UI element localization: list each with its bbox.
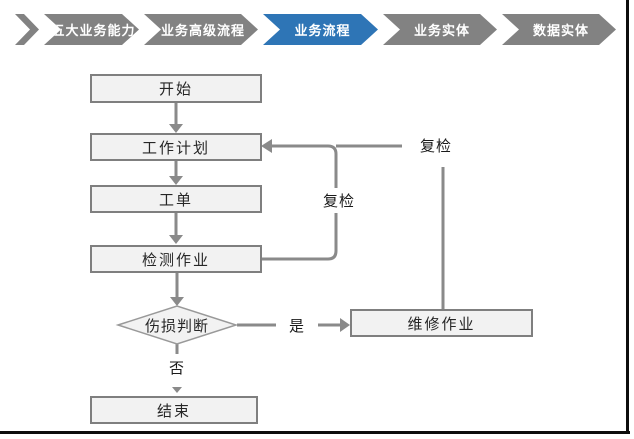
breadcrumb-item-high-level-process[interactable]: 业务高级流程 bbox=[144, 14, 258, 45]
arrowhead-into-inspect bbox=[169, 235, 183, 244]
breadcrumb-item-label: 业务实体 bbox=[413, 23, 470, 38]
breadcrumb-item-label: 五大业务能力 bbox=[51, 23, 136, 38]
arrowhead-into-order bbox=[169, 176, 183, 185]
arrowhead-into-repair bbox=[340, 318, 350, 332]
arrowhead-recheck-into-plan bbox=[261, 139, 272, 153]
edge-label-recheck-outer: 复检 bbox=[408, 133, 464, 158]
breadcrumb-item-business-process[interactable]: 业务流程 bbox=[263, 14, 378, 45]
breadcrumb-item-data-entity[interactable]: 数据实体 bbox=[502, 14, 616, 45]
node-inspection-job: 检测作业 bbox=[90, 245, 262, 273]
edge-label-recheck-inner: 复检 bbox=[314, 188, 364, 213]
node-end: 结束 bbox=[90, 396, 258, 424]
breadcrumb-item-label: 业务高级流程 bbox=[160, 23, 245, 38]
node-repair-job: 维修作业 bbox=[350, 309, 533, 337]
node-work-plan: 工作计划 bbox=[90, 133, 262, 161]
decision-diamond-shape bbox=[115, 305, 239, 345]
edge-label-no: 否 bbox=[163, 355, 191, 379]
edge-label-yes: 是 bbox=[276, 313, 318, 338]
node-work-order: 工单 bbox=[90, 185, 262, 213]
slide-bottom-border bbox=[0, 431, 630, 434]
breadcrumb-item-label: 业务流程 bbox=[294, 23, 351, 38]
node-damage-decision: 伤损判断 bbox=[144, 317, 209, 335]
node-start: 开始 bbox=[90, 74, 262, 103]
breadcrumb-item-label: 数据实体 bbox=[532, 23, 589, 38]
breadcrumb-item-five-capabilities[interactable]: 五大业务能力 bbox=[44, 14, 139, 45]
slide-right-border bbox=[626, 0, 629, 434]
breadcrumb-item-business-entity[interactable]: 业务实体 bbox=[383, 14, 497, 45]
arrowhead-into-end bbox=[172, 387, 182, 393]
arrowhead-into-decision bbox=[170, 297, 184, 306]
arrowhead-into-plan bbox=[169, 124, 183, 133]
